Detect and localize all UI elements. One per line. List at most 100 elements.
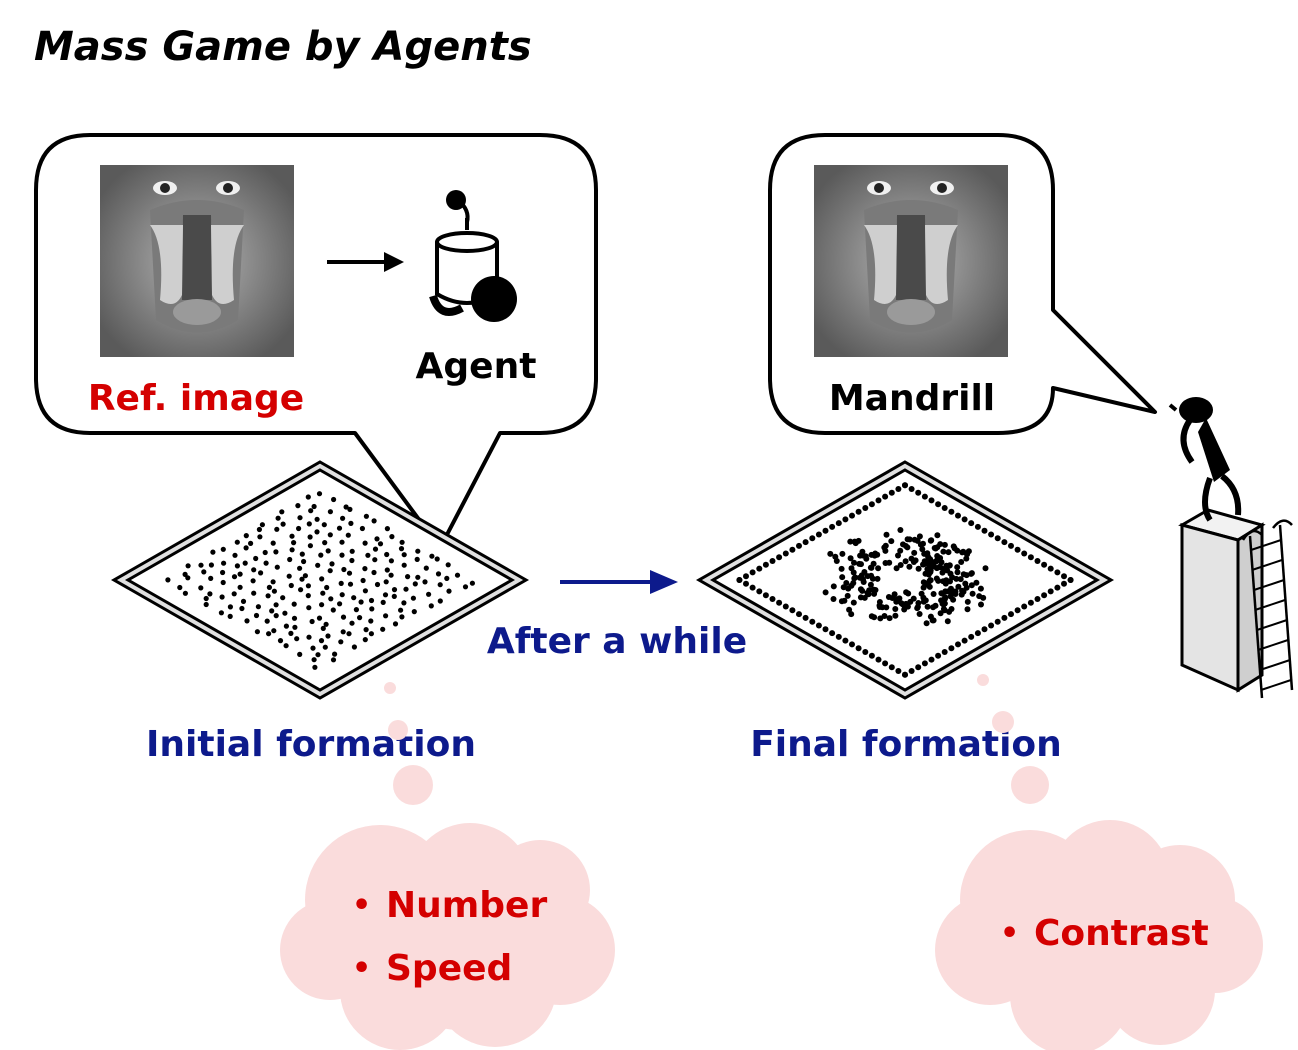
agent-dot (916, 533, 923, 540)
agent-dot (337, 601, 343, 607)
agent-dot (959, 587, 966, 594)
agent-dot (872, 550, 879, 557)
initial-agent-dots (165, 491, 475, 670)
agent-dot (869, 575, 876, 582)
agent-dot (357, 615, 363, 621)
agent-dot (969, 590, 976, 597)
agent-dot (981, 527, 988, 534)
agent-dot (830, 583, 837, 590)
agent-dot (937, 541, 944, 548)
agent-dot (327, 509, 333, 515)
agent-dot (239, 605, 245, 612)
agent-dot (901, 606, 908, 613)
agent-dot (762, 561, 769, 568)
agent-dot (743, 573, 749, 580)
agent-dot (437, 598, 443, 604)
agent-dot (423, 565, 429, 571)
agent-dot (963, 555, 970, 562)
agent-dot (227, 613, 233, 620)
agent-dot (369, 606, 375, 612)
agent-dot (743, 580, 749, 587)
agent-dot (936, 563, 943, 570)
agent-dot (434, 556, 440, 562)
agent-dot (182, 590, 188, 596)
agent-dot (944, 567, 951, 574)
agent-dot (908, 668, 915, 674)
final-formation-label: Final formation (750, 724, 1062, 765)
agent-dot (384, 567, 390, 573)
agent-dot (927, 537, 934, 544)
agent-dot (1014, 546, 1021, 553)
ref-image-label: Ref. image (88, 378, 304, 419)
agent-dot (234, 539, 240, 545)
agent-dot (859, 587, 866, 594)
agent-dot (968, 570, 975, 577)
agent-dot (962, 580, 969, 587)
agent-dot (412, 581, 418, 587)
agent-dot (414, 556, 420, 563)
agent-dot (988, 531, 995, 538)
agent-dot (401, 562, 407, 568)
agent-dot (736, 577, 743, 583)
agent-dot (401, 600, 407, 606)
agent-dot (776, 554, 783, 561)
agent-dot (923, 620, 930, 627)
agent-dot (243, 533, 249, 539)
agent-dot (322, 644, 328, 650)
agent-dot (847, 538, 854, 545)
agent-dot (340, 614, 347, 620)
agent-dot (203, 601, 209, 608)
agent-dot (380, 626, 386, 632)
agent-dot (815, 531, 822, 538)
agent-dot (862, 553, 869, 560)
agent-dot (318, 552, 324, 558)
agent-dot (1067, 577, 1074, 583)
agent-dot (839, 574, 846, 581)
agent-dot (961, 516, 968, 523)
agent-dot (372, 546, 379, 552)
agent-dot (988, 622, 995, 629)
agent-dot (198, 562, 204, 568)
agent-dot (274, 526, 280, 532)
agent-dot (856, 574, 863, 581)
agent-dot (862, 505, 869, 511)
agent-dot (902, 558, 909, 565)
agent-dot (325, 633, 331, 639)
agent-dot (974, 523, 981, 530)
agent-dot (360, 577, 366, 584)
agent-dot (288, 582, 294, 589)
agent-dot (920, 584, 927, 591)
agent-dot (932, 602, 939, 609)
agent-dot (280, 521, 286, 527)
agent-dot (315, 562, 321, 568)
agent-dot (948, 585, 954, 592)
agent-dot (339, 592, 345, 598)
agent-dot (227, 604, 233, 610)
agent-dot (271, 588, 277, 594)
agent-dot (446, 588, 452, 594)
agent-dot (287, 556, 293, 563)
agent-dot (895, 668, 902, 674)
agent-dot (270, 579, 276, 585)
agent-dot (384, 551, 390, 558)
agent-dot (789, 607, 796, 614)
agent-dot (832, 553, 839, 560)
after-a-while-label: After a while (487, 621, 747, 662)
agent-dot (410, 595, 416, 601)
agent-dot (964, 598, 971, 605)
agent-dot (258, 570, 264, 576)
agent-dot (939, 569, 946, 576)
agent-dot (883, 531, 890, 538)
agent-dot (961, 637, 968, 644)
agent-dot (362, 540, 368, 546)
agent-dot (244, 618, 250, 624)
agent-dot (875, 656, 882, 663)
agent-dot (942, 580, 949, 587)
agent-dot (388, 558, 394, 564)
agent-dot (237, 584, 243, 590)
agent-dot (1061, 573, 1067, 580)
agent-dot (428, 603, 434, 609)
agent-dot (415, 548, 421, 554)
agent-dot (911, 549, 918, 556)
agent-dot (1047, 588, 1054, 595)
